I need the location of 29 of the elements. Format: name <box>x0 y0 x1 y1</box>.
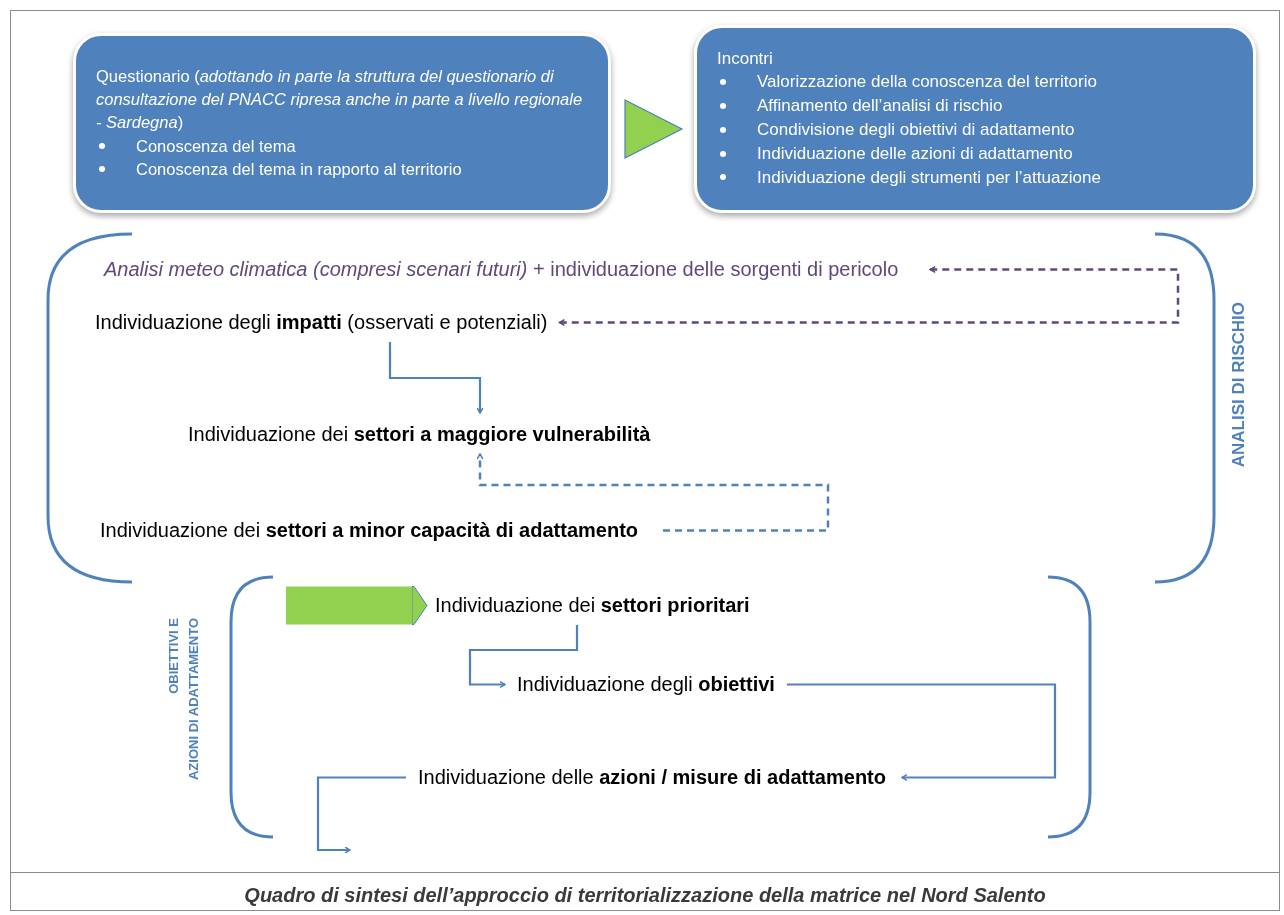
arrow <box>558 265 1180 327</box>
arrow <box>786 683 1057 782</box>
arrow <box>316 776 406 854</box>
bullet-item: Individuazione delle azioni di adattamento <box>757 143 1073 163</box>
box-heading: Questionario (adottando in parte la struttura del questionario di consultazione del PNACC ripresa anche in parte a livello regionale - Sardegna) <box>96 66 584 134</box>
section-label: AZIONI DI ADATTAMENTO <box>186 618 202 780</box>
bullet-item: Individuazione degli strumenti per l’attuazione <box>757 167 1101 187</box>
bullet-item: Condivisione degli obiettivi di adattamento <box>757 120 1075 139</box>
caption: Quadro di sintesi dell’approccio di territorializzazione della matrice nel Nord Salento <box>243 884 1047 907</box>
bullet-item: Conoscenza del tema <box>136 136 296 155</box>
rounded-box <box>694 25 1256 213</box>
bullet-item: Affinamento dell’analisi di rischio <box>757 96 1003 116</box>
step-text: Individuazione dei settori prioritari <box>435 594 750 617</box>
arrow <box>388 342 484 414</box>
step-text: Individuazione degli impatti (osservati e potenziali) <box>95 311 548 334</box>
box-heading: Incontri <box>717 47 774 70</box>
step-text: Individuazione dei settori a maggiore vulnerabilità <box>188 423 651 446</box>
section-label: OBIETTIVI E <box>166 618 182 694</box>
arrow <box>468 625 579 689</box>
step-text: Analisi meteo climatica (compresi scenari futuri) + individuazione delle sorgenti di pericolo <box>104 258 899 281</box>
bullet-item: Valorizzazione della conoscenza del territorio <box>757 72 1097 92</box>
rounded-box <box>73 33 611 213</box>
arrow <box>476 453 830 532</box>
step-text: Individuazione degli obiettivi <box>517 673 775 696</box>
bullet-item: Conoscenza del tema in rapporto al territorio <box>136 159 462 178</box>
step-text: Individuazione dei settori a minor capacità di adattamento <box>100 519 638 542</box>
block-arrow <box>624 99 684 159</box>
step-text: Individuazione delle azioni / misure di adattamento <box>418 766 886 789</box>
section-label: ANALISI DI RISCHIO <box>1228 302 1249 468</box>
